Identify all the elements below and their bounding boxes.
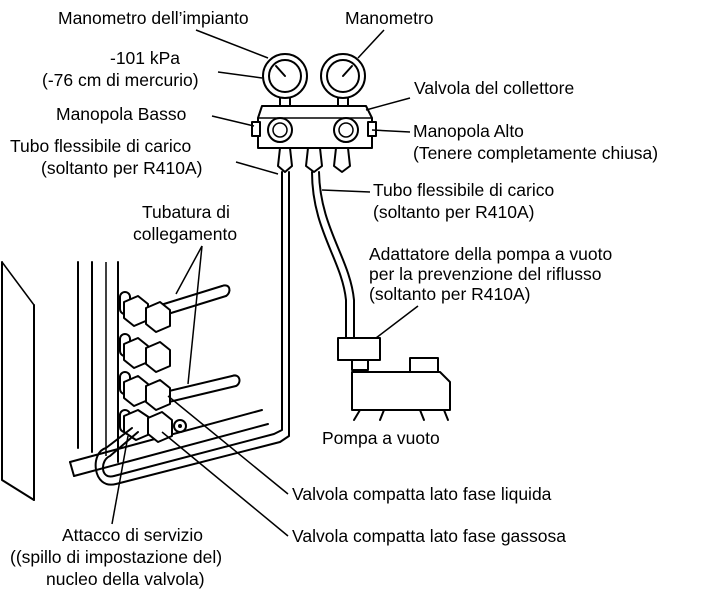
leader-charge-hose-right [321,189,371,193]
system-gauge-needle [275,65,286,77]
label-adapter-2: per la prevenzione del riflusso [369,264,602,284]
label-liquid-valve: Valvola compatta lato fase liquida [292,484,552,504]
pump-leg-3 [419,409,425,421]
backflow-adapter [337,337,381,361]
label-gas-valve: Valvola compatta lato fase gassosa [292,526,566,546]
label-high-knob-1: Manopola Alto [413,121,524,141]
leader-charge-hose-left [235,161,279,175]
labels: Manometro dell’impianto Manometro -101 k… [10,8,658,589]
unit-outline-front [1,261,35,501]
label-charge-hose-right-1: Tubo flessibile di carico [373,180,554,200]
low-knob-inner [272,122,288,138]
leader-pressure [217,71,263,79]
liquid-valve-body-upper [123,295,149,327]
label-manifold-valve: Valvola del collettore [414,78,574,98]
charge-hoses [94,171,355,486]
charge-hose-right-inner [318,171,355,341]
label-high-knob-2: (Tenere completamente chiusa) [413,143,658,163]
high-knob-stem [367,121,377,137]
leader-service-port [111,435,129,525]
leader-pipe-upper [175,245,203,295]
label-connection-pipe-1: Tubatura di [142,202,230,222]
label-system-gauge: Manometro dell’impianto [58,8,249,28]
low-knob-stem [251,121,261,137]
leader-low-knob [211,115,255,127]
hose-connector-low [277,147,293,173]
gas-valve-body [123,409,151,441]
adapter-neck [351,359,369,371]
valve-nut-middle [145,341,171,373]
label-connection-pipe-2: collegamento [133,224,237,244]
label-charge-hose-left-2: (soltanto per R410A) [41,158,202,178]
label-low-knob: Manopola Basso [56,104,186,124]
hose-connector-high [333,147,351,173]
pipe-lower-end [231,374,241,387]
label-adapter-1: Adattatore della pompa a vuoto [369,244,612,264]
label-service-port-3: nucleo della valvola) [46,569,205,589]
pump-leg-4 [443,409,449,421]
gauge-high-needle [342,65,353,77]
leader-system-gauge [195,29,269,59]
unit-base-end [69,461,75,477]
label-pressure-1: -101 kPa [110,48,180,68]
leader-pipe-lower [187,245,203,385]
manifold-top-edge [256,105,372,119]
label-charge-hose-left-1: Tubo flessibile di carico [10,136,191,156]
leader-gas-valve [161,431,289,537]
pump-leg-2 [379,409,385,421]
low-knob [267,117,293,143]
label-gauge: Manometro [345,8,434,28]
leader-liquid-valve [167,395,289,495]
leader-lines [111,29,419,537]
leader-manifold-valve [365,97,411,111]
leader-high-knob [371,129,411,133]
label-adapter-3: (soltanto per R410A) [369,284,530,304]
label-charge-hose-right-2: (soltanto per R410A) [373,202,534,222]
service-port-core [178,424,182,428]
charge-hose-left-outer [102,171,283,478]
leader-adapter [375,305,419,339]
high-knob-inner [338,122,354,138]
pump-handle [409,357,439,373]
pump-body [351,371,451,411]
service-valves [123,295,187,443]
label-vacuum-pump: Pompa a vuoto [322,428,440,448]
unit-base-line-2 [73,423,269,477]
pump-leg-1 [353,409,361,421]
high-knob [333,117,359,143]
unit-outline-top [1,261,35,306]
label-pressure-2: (-76 cm di mercurio) [42,70,199,90]
liquid-valve-nut-upper [145,301,171,333]
valve-nut-lower [145,379,171,411]
manifold-assembly [251,53,377,173]
valve-body-lower [123,375,149,407]
valve-body-middle [123,337,149,369]
vacuum-pump [337,337,451,421]
leader-gauge [357,29,385,59]
hose-connector-center [305,147,323,173]
label-service-port-2: ((spillo di impostazione del) [10,547,222,567]
charge-hose-right-outer [311,171,347,341]
label-service-port-1: Attacco di servizio [62,525,203,545]
charge-hose-left-inner [94,171,290,486]
pipe-upper-end [221,284,231,297]
